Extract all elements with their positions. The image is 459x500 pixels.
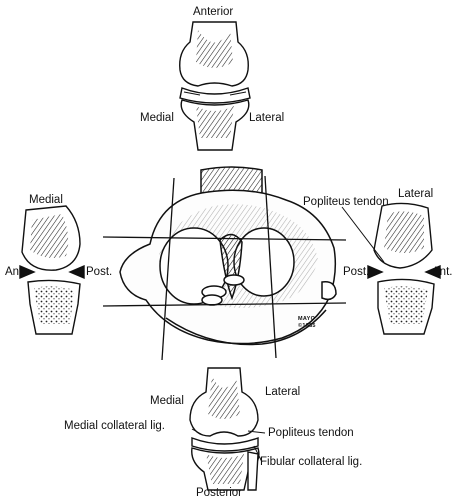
label-left-post: Post. <box>86 266 113 278</box>
label-left-ant: Ant. <box>5 266 26 278</box>
label-right-ant: Ant. <box>432 266 453 278</box>
lateral-knee-illustration <box>341 202 441 335</box>
posterior-knee-illustration <box>189 367 266 491</box>
label-right-lateral: Lateral <box>398 188 434 200</box>
label-bottom-medial: Medial <box>150 395 184 407</box>
label-left-medial: Medial <box>29 194 63 206</box>
label-bottom-popliteus-tendon: Popliteus tendon <box>268 427 354 439</box>
label-posterior: Posterior <box>196 487 243 499</box>
label-top-medial: Medial <box>140 112 174 124</box>
section-lines <box>102 175 347 361</box>
label-fibular-collateral-lig: Fibular collateral lig. <box>260 456 363 468</box>
label-right-popliteus-tendon: Popliteus tendon <box>303 196 389 208</box>
anterior-knee-illustration <box>179 21 251 151</box>
label-medial-collateral-lig: Medial collateral lig. <box>64 420 165 432</box>
label-anterior: Anterior <box>193 6 234 18</box>
medial-knee-illustration <box>19 205 85 335</box>
artist-signature-line1: MAYO <box>298 316 316 322</box>
label-bottom-lateral: Lateral <box>265 386 301 398</box>
artist-signature-line2: ©1985 <box>298 323 316 329</box>
label-top-lateral: Lateral <box>249 112 285 124</box>
label-right-post: Post. <box>343 266 370 278</box>
